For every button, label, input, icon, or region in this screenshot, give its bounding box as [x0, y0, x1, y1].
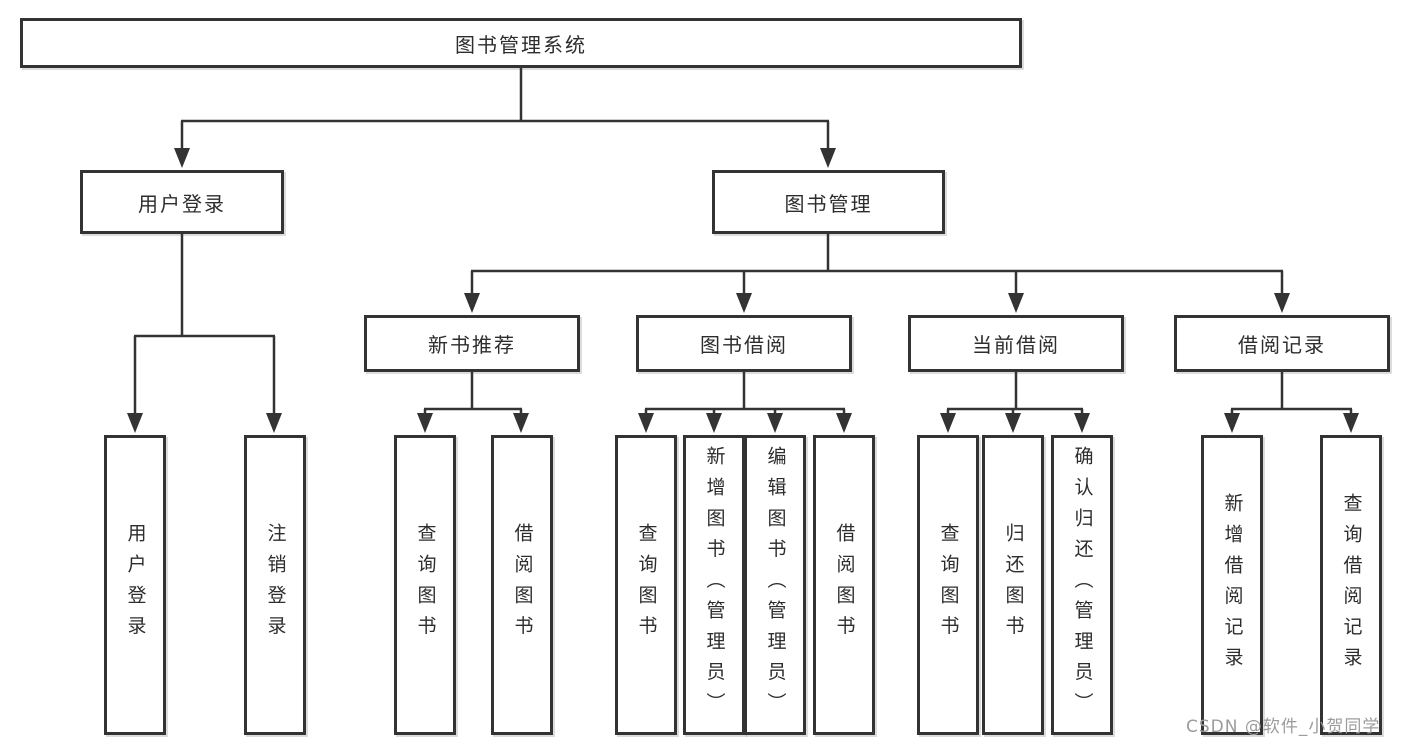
node-book-borrow: 图书借阅	[636, 315, 852, 372]
node-leaf-return-books: 归还图书	[982, 435, 1044, 735]
node-current-borrow: 当前借阅	[908, 315, 1124, 372]
node-label: 图书管理	[784, 191, 873, 216]
node-leaf-confirm-return-admin: 确认归还（管理员）	[1051, 435, 1113, 735]
node-label: 查询图书	[635, 523, 658, 647]
node-leaf-query-books-borrow: 查询图书	[615, 435, 677, 735]
csdn-watermark: CSDN @软件_小贺同学	[1186, 717, 1381, 737]
node-label: 新书推荐	[428, 333, 516, 357]
node-label: 借阅图书	[511, 523, 534, 647]
node-leaf-borrow-books: 借阅图书	[813, 435, 875, 735]
node-leaf-add-books-admin: 新增图书（管理员）	[683, 435, 745, 735]
node-label: 查询借阅记录	[1340, 492, 1363, 678]
node-user-login: 用户登录	[80, 170, 284, 234]
node-label: 新增图书（管理员）	[703, 446, 726, 724]
node-label: 确认归还（管理员）	[1071, 446, 1094, 724]
node-borrow-records: 借阅记录	[1174, 315, 1390, 372]
node-label: 用户登录	[124, 523, 147, 647]
node-leaf-edit-books-admin: 编辑图书（管理员）	[744, 435, 806, 735]
arrowheads	[127, 148, 1359, 433]
node-label: 新增借阅记录	[1221, 492, 1244, 678]
node-label: 注销登录	[264, 523, 287, 647]
node-leaf-user-login: 用户登录	[104, 435, 166, 735]
node-leaf-borrow-books-recommend: 借阅图书	[491, 435, 553, 735]
connector-paths	[133, 68, 1353, 417]
node-label: 图书借阅	[700, 333, 788, 357]
node-leaf-query-borrow-record: 查询借阅记录	[1320, 435, 1382, 735]
node-label: 借阅图书	[833, 523, 856, 647]
node-label: 查询图书	[937, 523, 960, 647]
node-label: 归还图书	[1002, 523, 1025, 647]
node-leaf-logout: 注销登录	[244, 435, 306, 735]
node-leaf-query-books-recommend: 查询图书	[394, 435, 456, 735]
node-leaf-add-borrow-record: 新增借阅记录	[1201, 435, 1263, 735]
node-label: 用户登录	[138, 191, 226, 216]
node-label: 编辑图书（管理员）	[764, 446, 787, 724]
node-label: 查询图书	[414, 523, 437, 647]
node-leaf-query-books-current: 查询图书	[917, 435, 979, 735]
node-label: 当前借阅	[972, 333, 1060, 357]
node-label: 借阅记录	[1238, 333, 1326, 357]
node-new-book-recommend: 新书推荐	[364, 315, 580, 372]
node-label: 图书管理系统	[455, 32, 587, 57]
node-book-management: 图书管理	[712, 170, 945, 234]
node-root-library-system: 图书管理系统	[20, 18, 1022, 68]
